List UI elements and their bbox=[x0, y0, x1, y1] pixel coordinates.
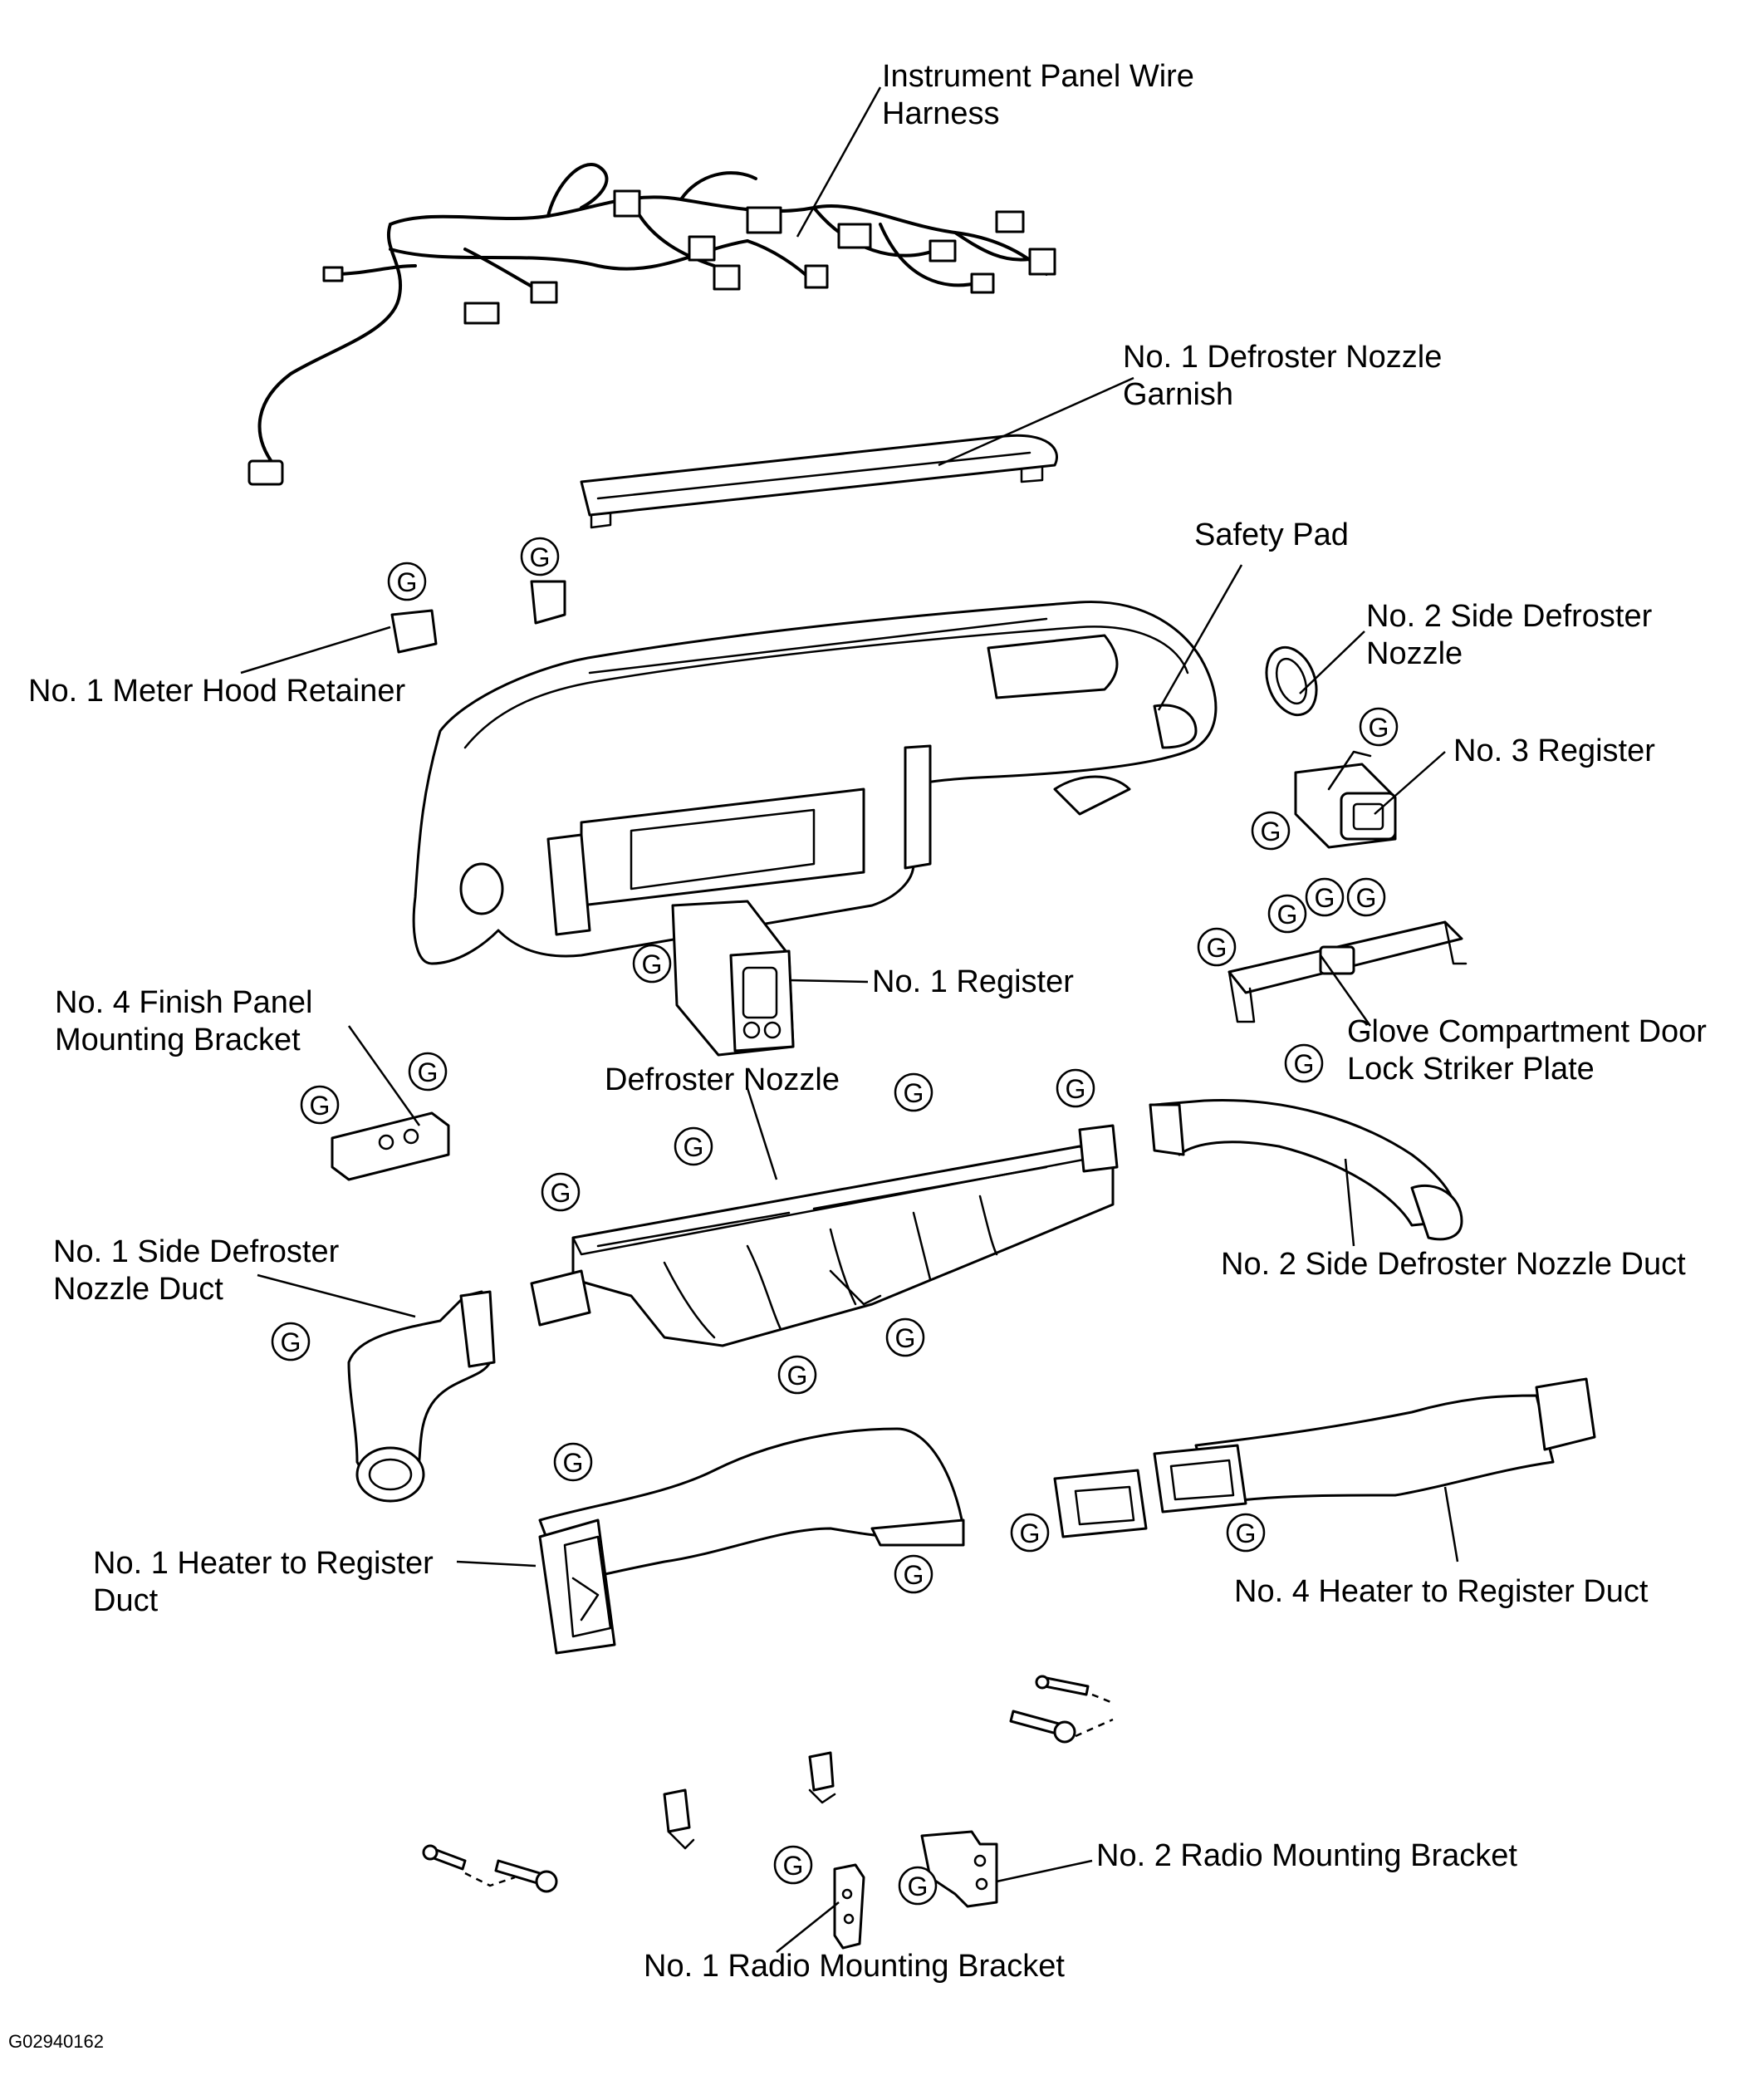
svg-text:G: G bbox=[895, 1323, 916, 1353]
clip-marker: G bbox=[1346, 877, 1386, 917]
clip-marker: G bbox=[898, 1866, 938, 1906]
svg-text:G: G bbox=[1277, 900, 1298, 930]
clip-marker: G bbox=[300, 1085, 340, 1125]
svg-text:G: G bbox=[563, 1448, 584, 1478]
clip-marker: G bbox=[674, 1126, 713, 1166]
clip-marker: G bbox=[553, 1442, 593, 1482]
figure-code: G02940162 bbox=[8, 2031, 104, 2052]
svg-text:G: G bbox=[397, 567, 418, 597]
svg-text:G: G bbox=[1261, 817, 1281, 846]
register-3 bbox=[1294, 750, 1397, 849]
clip-marker: G bbox=[520, 537, 560, 576]
clip-marker: G bbox=[632, 944, 672, 984]
leader-lines bbox=[240, 86, 1459, 1953]
heater-duct-4 bbox=[1053, 1377, 1596, 1538]
svg-text:G: G bbox=[1294, 1049, 1315, 1079]
radio-bracket-2 bbox=[920, 1830, 998, 1908]
svg-text:G: G bbox=[1369, 713, 1389, 743]
radio-bracket-1 bbox=[833, 1863, 865, 1950]
svg-text:G: G bbox=[684, 1132, 704, 1162]
clip-marker: G bbox=[777, 1355, 817, 1395]
clip-marker: G bbox=[1226, 1513, 1266, 1553]
mounting-screws bbox=[422, 1675, 1114, 1893]
finish-panel-bracket bbox=[331, 1111, 450, 1181]
svg-text:G: G bbox=[1207, 933, 1227, 963]
clip-marker: G bbox=[1267, 894, 1307, 934]
glove-striker-plate bbox=[1227, 920, 1468, 1023]
clip-marker: G bbox=[1197, 927, 1237, 967]
svg-text:G: G bbox=[551, 1178, 571, 1208]
clip-marker: G bbox=[408, 1052, 448, 1092]
clip-marker: G bbox=[1284, 1043, 1324, 1083]
label-defroster-nozzle: Defroster Nozzle bbox=[605, 1062, 840, 1097]
svg-text:G: G bbox=[904, 1078, 924, 1108]
side-defroster-duct-1 bbox=[347, 1290, 496, 1503]
svg-text:G: G bbox=[1315, 883, 1335, 913]
label-register-1: No. 1 Register bbox=[872, 964, 1074, 999]
clip-marker: G bbox=[885, 1317, 925, 1357]
svg-text:G: G bbox=[1236, 1518, 1257, 1548]
label-register-3: No. 3 Register bbox=[1453, 733, 1655, 768]
svg-text:G: G bbox=[530, 542, 551, 572]
svg-text:G: G bbox=[418, 1057, 439, 1087]
label-safety-pad: Safety Pad bbox=[1194, 518, 1349, 552]
label-radio-bracket-2: No. 2 Radio Mounting Bracket bbox=[1096, 1838, 1517, 1873]
svg-text:G: G bbox=[904, 1560, 924, 1590]
clip-marker: G bbox=[894, 1554, 933, 1594]
svg-text:G: G bbox=[1020, 1518, 1041, 1548]
small-brackets bbox=[663, 1751, 836, 1850]
clip-marker: G bbox=[1359, 707, 1399, 747]
label-heater-duct-4: No. 4 Heater to Register Duct bbox=[1234, 1574, 1649, 1609]
clip-marker: G bbox=[541, 1172, 581, 1212]
clip-marker: G bbox=[773, 1845, 813, 1885]
register-1 bbox=[671, 900, 795, 1057]
defroster-nozzle-garnish bbox=[580, 434, 1058, 529]
meter-hood-retainer bbox=[390, 580, 566, 654]
clip-marker: G bbox=[1010, 1513, 1050, 1553]
side-defroster-duct-2 bbox=[1149, 1098, 1463, 1241]
svg-text:G: G bbox=[1356, 883, 1377, 913]
svg-text:G: G bbox=[908, 1872, 929, 1901]
clip-marker: G bbox=[271, 1322, 311, 1361]
svg-text:G: G bbox=[281, 1327, 301, 1357]
clip-marker: G bbox=[387, 562, 427, 601]
label-radio-bracket-1: No. 1 Radio Mounting Bracket bbox=[644, 1949, 1065, 1984]
label-meter-hood-retainer: No. 1 Meter Hood Retainer bbox=[28, 674, 406, 709]
safety-pad bbox=[412, 601, 1218, 965]
clip-marker: G bbox=[1305, 877, 1345, 917]
clip-marker: G bbox=[1056, 1068, 1095, 1108]
clip-marker: G bbox=[1251, 811, 1291, 851]
wire-harness bbox=[247, 163, 1056, 486]
side-defroster-nozzle-2 bbox=[1265, 645, 1318, 717]
svg-text:G: G bbox=[642, 949, 663, 979]
svg-text:G: G bbox=[1066, 1074, 1086, 1104]
clip-marker: G bbox=[894, 1072, 933, 1112]
svg-text:G: G bbox=[787, 1361, 808, 1391]
heater-duct-1 bbox=[538, 1427, 965, 1655]
label-side-defroster-duct-2: No. 2 Side Defroster Nozzle Duct bbox=[1221, 1247, 1686, 1282]
svg-text:G: G bbox=[310, 1091, 331, 1121]
svg-text:G: G bbox=[783, 1851, 804, 1881]
defroster-nozzle bbox=[530, 1124, 1119, 1347]
